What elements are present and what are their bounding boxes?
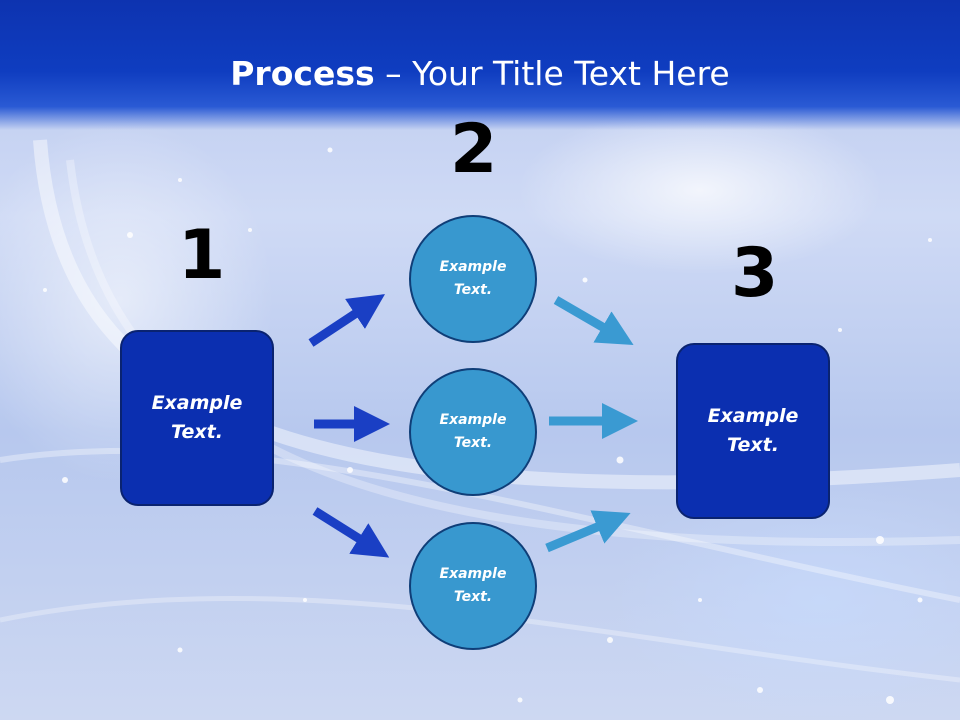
arrow-top-to-3 bbox=[553, 296, 634, 346]
header-band bbox=[0, 0, 960, 130]
arrow-bottom-to-3 bbox=[545, 510, 631, 553]
arrow-1-to-bottom bbox=[312, 507, 390, 558]
step-2-node-middle: Example Text. bbox=[409, 368, 537, 496]
step-number-2: 2 bbox=[450, 110, 498, 189]
step-3-box: Example Text. bbox=[676, 343, 830, 519]
step-1-box: Example Text. bbox=[120, 330, 274, 506]
step-number-3: 3 bbox=[731, 234, 779, 313]
title-rest: – Your Title Text Here bbox=[374, 54, 730, 93]
step-2-node-bottom: Example Text. bbox=[409, 522, 537, 650]
step-number-1: 1 bbox=[178, 216, 226, 295]
arrow-1-to-top bbox=[308, 294, 386, 347]
step-2-node-top: Example Text. bbox=[409, 215, 537, 343]
title-bold: Process bbox=[230, 54, 375, 93]
slide-title: Process – Your Title Text Here bbox=[0, 52, 960, 96]
